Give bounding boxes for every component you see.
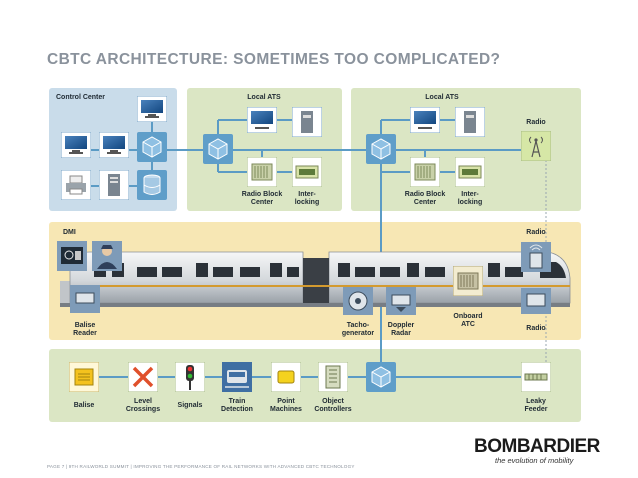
radio-antenna-icon bbox=[521, 131, 551, 161]
driver-icon bbox=[92, 241, 122, 271]
database-icon bbox=[137, 170, 167, 200]
level-crossing-icon bbox=[128, 362, 158, 392]
radio-label-mid: Radio bbox=[526, 229, 546, 236]
interlocking-label-2: Inter- locking bbox=[457, 191, 483, 206]
server-icon bbox=[292, 107, 322, 137]
point-machines-label: Point Machines bbox=[270, 398, 302, 413]
monitor-icon bbox=[99, 132, 129, 158]
level-crossings-label: Level Crossings bbox=[125, 398, 161, 413]
monitor-icon bbox=[410, 107, 440, 133]
monitor-icon bbox=[247, 107, 277, 133]
train-detection-label: Train Detection bbox=[221, 398, 253, 413]
tachogenerator-icon bbox=[343, 287, 373, 315]
network-switch-icon bbox=[366, 362, 396, 392]
train-detection-icon bbox=[222, 362, 252, 392]
monitor-icon bbox=[61, 132, 91, 158]
interlocking-icon bbox=[455, 157, 485, 187]
radio-block-center-icon bbox=[247, 157, 277, 187]
tachogenerator-label: Tacho- generator bbox=[341, 322, 375, 337]
doppler-radar-label: Doppler Radar bbox=[387, 322, 415, 337]
object-controllers-label: Object Controllers bbox=[314, 398, 352, 413]
point-machine-icon bbox=[271, 362, 301, 392]
radio-block-center-icon bbox=[410, 157, 440, 187]
train bbox=[60, 251, 571, 307]
network-switch-icon bbox=[203, 134, 233, 164]
onboard-atc-label: Onboard ATC bbox=[453, 313, 483, 328]
interlocking-icon bbox=[292, 157, 322, 187]
interlocking-label-1: Inter- locking bbox=[294, 191, 320, 206]
onboard-atc-icon bbox=[453, 266, 483, 296]
brand-tagline: the evolution of mobility bbox=[495, 456, 574, 465]
page-footer: PAGE 7 | 9TH RAILWORLD SUMMIT | IMPROVIN… bbox=[47, 464, 355, 469]
monitor-icon bbox=[137, 96, 167, 122]
balise-reader-icon bbox=[70, 285, 100, 313]
dmi-label: DMI bbox=[63, 229, 76, 236]
balise-icon bbox=[69, 362, 99, 392]
local-ats-title-1: Local ATS bbox=[247, 94, 281, 101]
balise-label: Balise bbox=[73, 402, 95, 409]
control-center-title: Control Center bbox=[56, 94, 105, 101]
printer-icon bbox=[61, 170, 91, 200]
object-controller-icon bbox=[318, 362, 348, 392]
rbc-label-2: Radio Block Center bbox=[404, 191, 446, 206]
radio-unit-icon bbox=[521, 288, 551, 314]
signals-label: Signals bbox=[177, 402, 203, 409]
signal-icon bbox=[175, 362, 205, 392]
bombardier-logo: BOMBARDIER bbox=[474, 436, 600, 457]
dmi-display-icon bbox=[57, 241, 87, 271]
local-ats-title-2: Local ATS bbox=[425, 94, 459, 101]
doppler-radar-icon bbox=[386, 287, 416, 315]
leaky-feeder-label: Leaky Feeder bbox=[524, 398, 548, 413]
network-switch-icon bbox=[366, 134, 396, 164]
server-icon bbox=[99, 170, 129, 200]
leaky-feeder-icon bbox=[521, 362, 551, 392]
radio-unit-icon bbox=[521, 242, 551, 272]
rbc-label-1: Radio Block Center bbox=[241, 191, 283, 206]
balise-reader-label: Balise Reader bbox=[73, 322, 97, 337]
radio-label-low: Radio bbox=[526, 325, 546, 332]
radio-label-top: Radio bbox=[526, 119, 546, 126]
page-title: CBTC ARCHITECTURE: SOMETIMES TOO COMPLIC… bbox=[47, 51, 501, 68]
network-switch-icon bbox=[137, 132, 167, 162]
server-icon bbox=[455, 107, 485, 137]
